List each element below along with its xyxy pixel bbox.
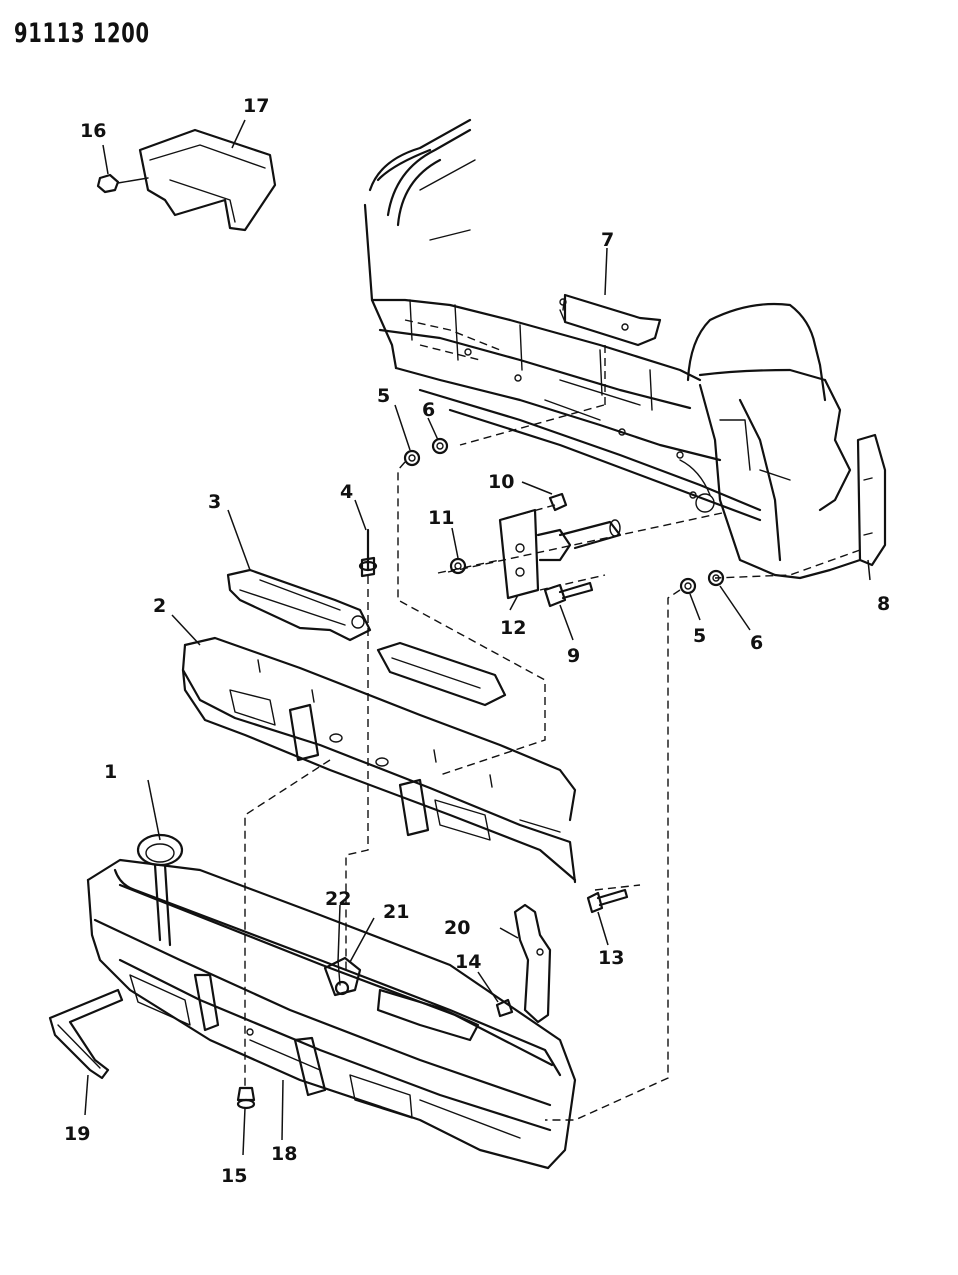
part-19-corner-strip xyxy=(48,988,124,1080)
part-20-bracket xyxy=(513,903,552,1024)
callout-10: 10 xyxy=(488,471,514,493)
callout-7: 7 xyxy=(601,229,614,251)
callout-15: 15 xyxy=(221,1165,247,1187)
leader-lines xyxy=(84,119,871,1156)
part-12-mount-bracket xyxy=(437,492,622,608)
part-16-17-bracket xyxy=(96,128,277,232)
callout-6-upper: 6 xyxy=(422,399,435,421)
part-21-22-clip xyxy=(323,956,362,997)
rear-body-panel xyxy=(363,118,862,580)
part-4-pin xyxy=(345,528,378,972)
washers-lower xyxy=(545,569,725,1121)
callout-2: 2 xyxy=(153,595,166,617)
callout-5-lower: 5 xyxy=(693,625,706,647)
callout-13: 13 xyxy=(598,947,624,969)
part-2-energy-absorber xyxy=(181,636,577,884)
washers-upper xyxy=(397,437,546,776)
part-18-bumper-fascia xyxy=(86,833,577,1170)
callout-9: 9 xyxy=(567,645,580,667)
diagram-id-label: 91113 1200 xyxy=(14,18,150,49)
callout-22: 22 xyxy=(325,888,351,910)
callout-20: 20 xyxy=(444,917,470,939)
part-3-plate xyxy=(226,568,372,642)
center-pad xyxy=(376,641,507,707)
callout-8: 8 xyxy=(877,593,890,615)
callout-12: 12 xyxy=(500,617,526,639)
callout-14: 14 xyxy=(455,951,481,973)
callout-1: 1 xyxy=(104,761,117,783)
connection-lines xyxy=(244,759,641,1090)
callout-3: 3 xyxy=(208,491,221,513)
callout-labels: 1 2 3 4 5 6 7 8 9 10 11 12 5 6 13 14 15 … xyxy=(64,95,890,1187)
fasteners xyxy=(236,888,629,1110)
part-7-bracket xyxy=(559,293,662,405)
callout-19: 19 xyxy=(64,1123,90,1145)
callout-11: 11 xyxy=(428,507,454,529)
callout-6-lower: 6 xyxy=(750,632,763,654)
callout-21: 21 xyxy=(383,901,409,923)
callout-18: 18 xyxy=(271,1143,297,1165)
callout-4: 4 xyxy=(340,481,353,503)
callout-16: 16 xyxy=(80,120,106,142)
callout-17: 17 xyxy=(243,95,269,117)
callout-5-upper: 5 xyxy=(377,385,390,407)
part-8-end-cap xyxy=(714,433,887,579)
